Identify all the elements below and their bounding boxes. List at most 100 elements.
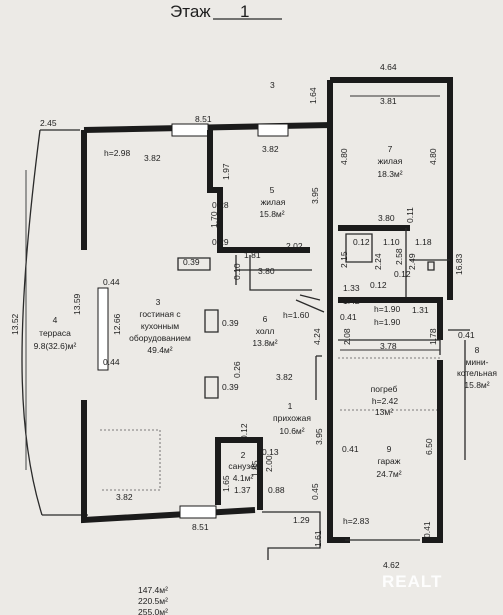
svg-text:3: 3 [156,297,161,307]
svg-text:оборудованием: оборудованием [129,333,191,343]
svg-text:0.39: 0.39 [183,257,200,267]
total-3: 255.0м² [138,607,168,615]
svg-text:h=1.60: h=1.60 [283,310,310,320]
cellar-label: погреб h=2.42 13м² [371,384,399,417]
total-1: 147.4м² [138,585,168,595]
svg-text:1: 1 [288,401,293,411]
room-5-label: 5 жилая 15.8м² [259,185,285,219]
svg-text:0.12: 0.12 [394,269,411,279]
svg-text:1.81: 1.81 [244,250,261,260]
svg-text:3.80: 3.80 [258,266,275,276]
room-6-label: 6 холл 13.8м² [252,314,277,348]
svg-text:8.51: 8.51 [192,522,209,532]
terrace-outline [21,129,88,516]
svg-text:0.45: 0.45 [310,483,320,500]
svg-text:8.51: 8.51 [195,114,212,124]
window-bottom-1 [179,505,217,519]
svg-text:1.85: 1.85 [250,460,260,477]
closet-1 [345,233,373,263]
room-3-label: 3 гостиная с кухонным оборудованием 49.4… [129,297,191,355]
window-top-2 [257,123,289,137]
floor-title-number: 1 [240,2,249,21]
wall-right-top [330,77,453,300]
svg-text:1.97: 1.97 [221,163,231,180]
svg-text:терраса: терраса [39,328,71,338]
wall-room5-left [207,130,236,253]
boiler-box [427,261,435,271]
svg-text:4.62: 4.62 [383,560,400,570]
svg-text:9: 9 [387,444,392,454]
svg-text:h=2.83: h=2.83 [343,516,370,526]
kitchen-dash [100,429,161,491]
svg-text:13.59: 13.59 [72,293,82,315]
svg-text:0.44: 0.44 [103,357,120,367]
wall-bathroom [215,437,263,510]
svg-text:3.95: 3.95 [310,187,320,204]
svg-text:жилая: жилая [378,156,403,166]
svg-text:прихожая: прихожая [273,413,311,423]
dimension-labels: 2.45 8.51 4.64 3.81 1.64 h=2.98 3.82 3.8… [10,62,475,570]
svg-text:6: 6 [263,314,268,324]
svg-text:3.95: 3.95 [314,428,324,445]
svg-text:0.41: 0.41 [340,312,357,322]
svg-text:3.82: 3.82 [144,153,161,163]
floor-title-word: Этаж [170,2,211,21]
window-top-1 [171,123,209,137]
svg-text:4.24: 4.24 [312,328,322,345]
svg-text:4: 4 [53,315,58,325]
svg-text:2.02: 2.02 [286,241,303,251]
svg-text:h=1.90: h=1.90 [374,317,401,327]
svg-text:холл: холл [256,326,275,336]
svg-text:0.28: 0.28 [212,200,229,210]
room-8-label: 8 мини- котельная 15.8м² [457,345,497,390]
svg-text:3.82: 3.82 [276,372,293,382]
svg-text:0.12: 0.12 [353,237,370,247]
svg-text:13м²: 13м² [375,407,393,417]
svg-text:2.24: 2.24 [373,253,383,270]
room-1-label: 1 прихожая 10.6м² [273,401,311,436]
svg-text:13.8м²: 13.8м² [252,338,277,348]
partition-right [405,228,450,300]
svg-text:3.78: 3.78 [380,341,397,351]
svg-text:13.52: 13.52 [10,313,20,335]
svg-text:5: 5 [270,185,275,195]
svg-text:2: 2 [241,450,246,460]
svg-text:1.42: 1.42 [343,296,360,306]
svg-text:0.12: 0.12 [370,280,387,290]
wall-hall-right [338,297,443,340]
svg-text:0.11: 0.11 [405,207,415,223]
svg-text:3.81: 3.81 [380,96,397,106]
svg-text:гараж: гараж [378,456,401,466]
svg-text:0.88: 0.88 [268,485,285,495]
column-2 [204,376,219,399]
sheet-mark: 3 [270,80,275,90]
wall-garage-left [327,410,350,543]
hall-door [315,355,322,400]
svg-text:0.44: 0.44 [103,277,120,287]
window-left-living [97,287,109,371]
svg-text:1.37: 1.37 [234,485,251,495]
svg-text:1.31: 1.31 [412,305,429,315]
svg-text:1.33: 1.33 [343,283,360,293]
total-2: 220.5м² [138,596,168,606]
svg-text:10.6м²: 10.6м² [279,426,304,436]
svg-text:4.1м²: 4.1м² [233,473,254,483]
svg-text:2.49: 2.49 [407,253,417,270]
column-3 [177,257,211,271]
column-1 [204,309,219,333]
svg-text:4.80: 4.80 [428,148,438,165]
svg-text:2.45: 2.45 [40,118,57,128]
svg-text:4.64: 4.64 [380,62,397,72]
svg-text:1.61: 1.61 [313,530,323,547]
svg-text:15.8м²: 15.8м² [464,380,489,390]
svg-text:12.66: 12.66 [112,313,122,335]
svg-text:h=1.90: h=1.90 [374,304,401,314]
wall-garage-right [422,360,443,543]
svg-text:8: 8 [475,345,480,355]
svg-text:0.41: 0.41 [422,521,432,538]
entrance-porch [262,511,321,560]
svg-text:3.82: 3.82 [262,144,279,154]
svg-text:3.82: 3.82 [116,492,133,502]
svg-text:3.80: 3.80 [378,213,395,223]
svg-text:49.4м²: 49.4м² [147,345,172,355]
